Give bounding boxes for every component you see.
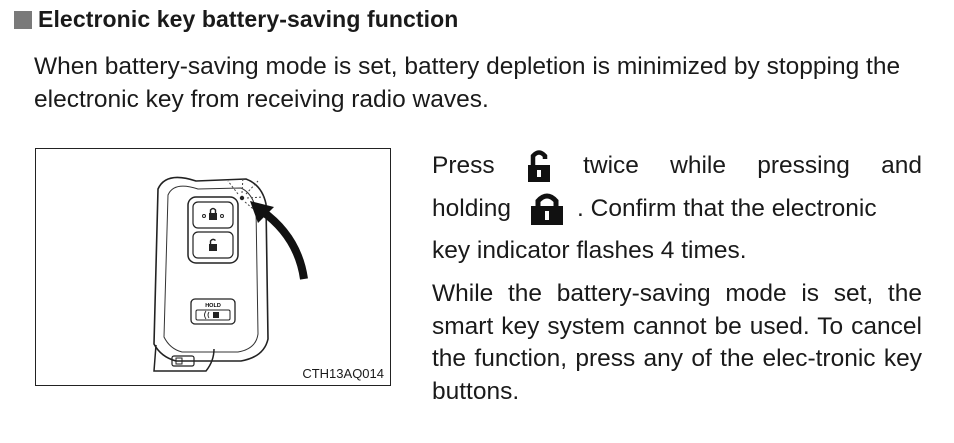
- lock-icon: [531, 193, 564, 225]
- intro-paragraph: When battery-saving mode is set, battery…: [34, 53, 901, 113]
- word-twice: twice: [583, 152, 639, 179]
- square-bullet-icon: [14, 10, 32, 29]
- arrow-icon: [259, 207, 308, 280]
- word-press: Press: [432, 152, 495, 179]
- word-pressing: pressing: [757, 152, 850, 179]
- figure-code: CTH13AQ014: [302, 366, 384, 381]
- word-holding: holding: [432, 195, 512, 222]
- word-while: while: [670, 152, 727, 179]
- instruction-line-1: Press twice while pressing and: [432, 148, 922, 184]
- section-heading: Electronic key battery-saving function: [14, 6, 458, 33]
- unlock-icon: [527, 150, 550, 182]
- smart-key-illustration: HOLD: [153, 176, 308, 372]
- key-figure: HOLD CTH13AQ014: [35, 148, 391, 386]
- word-and: and: [881, 152, 922, 179]
- instruction-line-3: key indicator flashes 4 times.: [432, 237, 747, 264]
- confirm-text: . Confirm that the electronic: [577, 195, 877, 222]
- instruction-line-2: holding . Confirm that the electronic: [432, 184, 922, 234]
- instruction-block: Press twice while pressing and holding .…: [432, 148, 922, 408]
- note-paragraph: While the battery-saving mode is set, th…: [432, 280, 922, 405]
- section-title: Electronic key battery-saving function: [38, 6, 459, 32]
- hold-label: HOLD: [205, 303, 221, 309]
